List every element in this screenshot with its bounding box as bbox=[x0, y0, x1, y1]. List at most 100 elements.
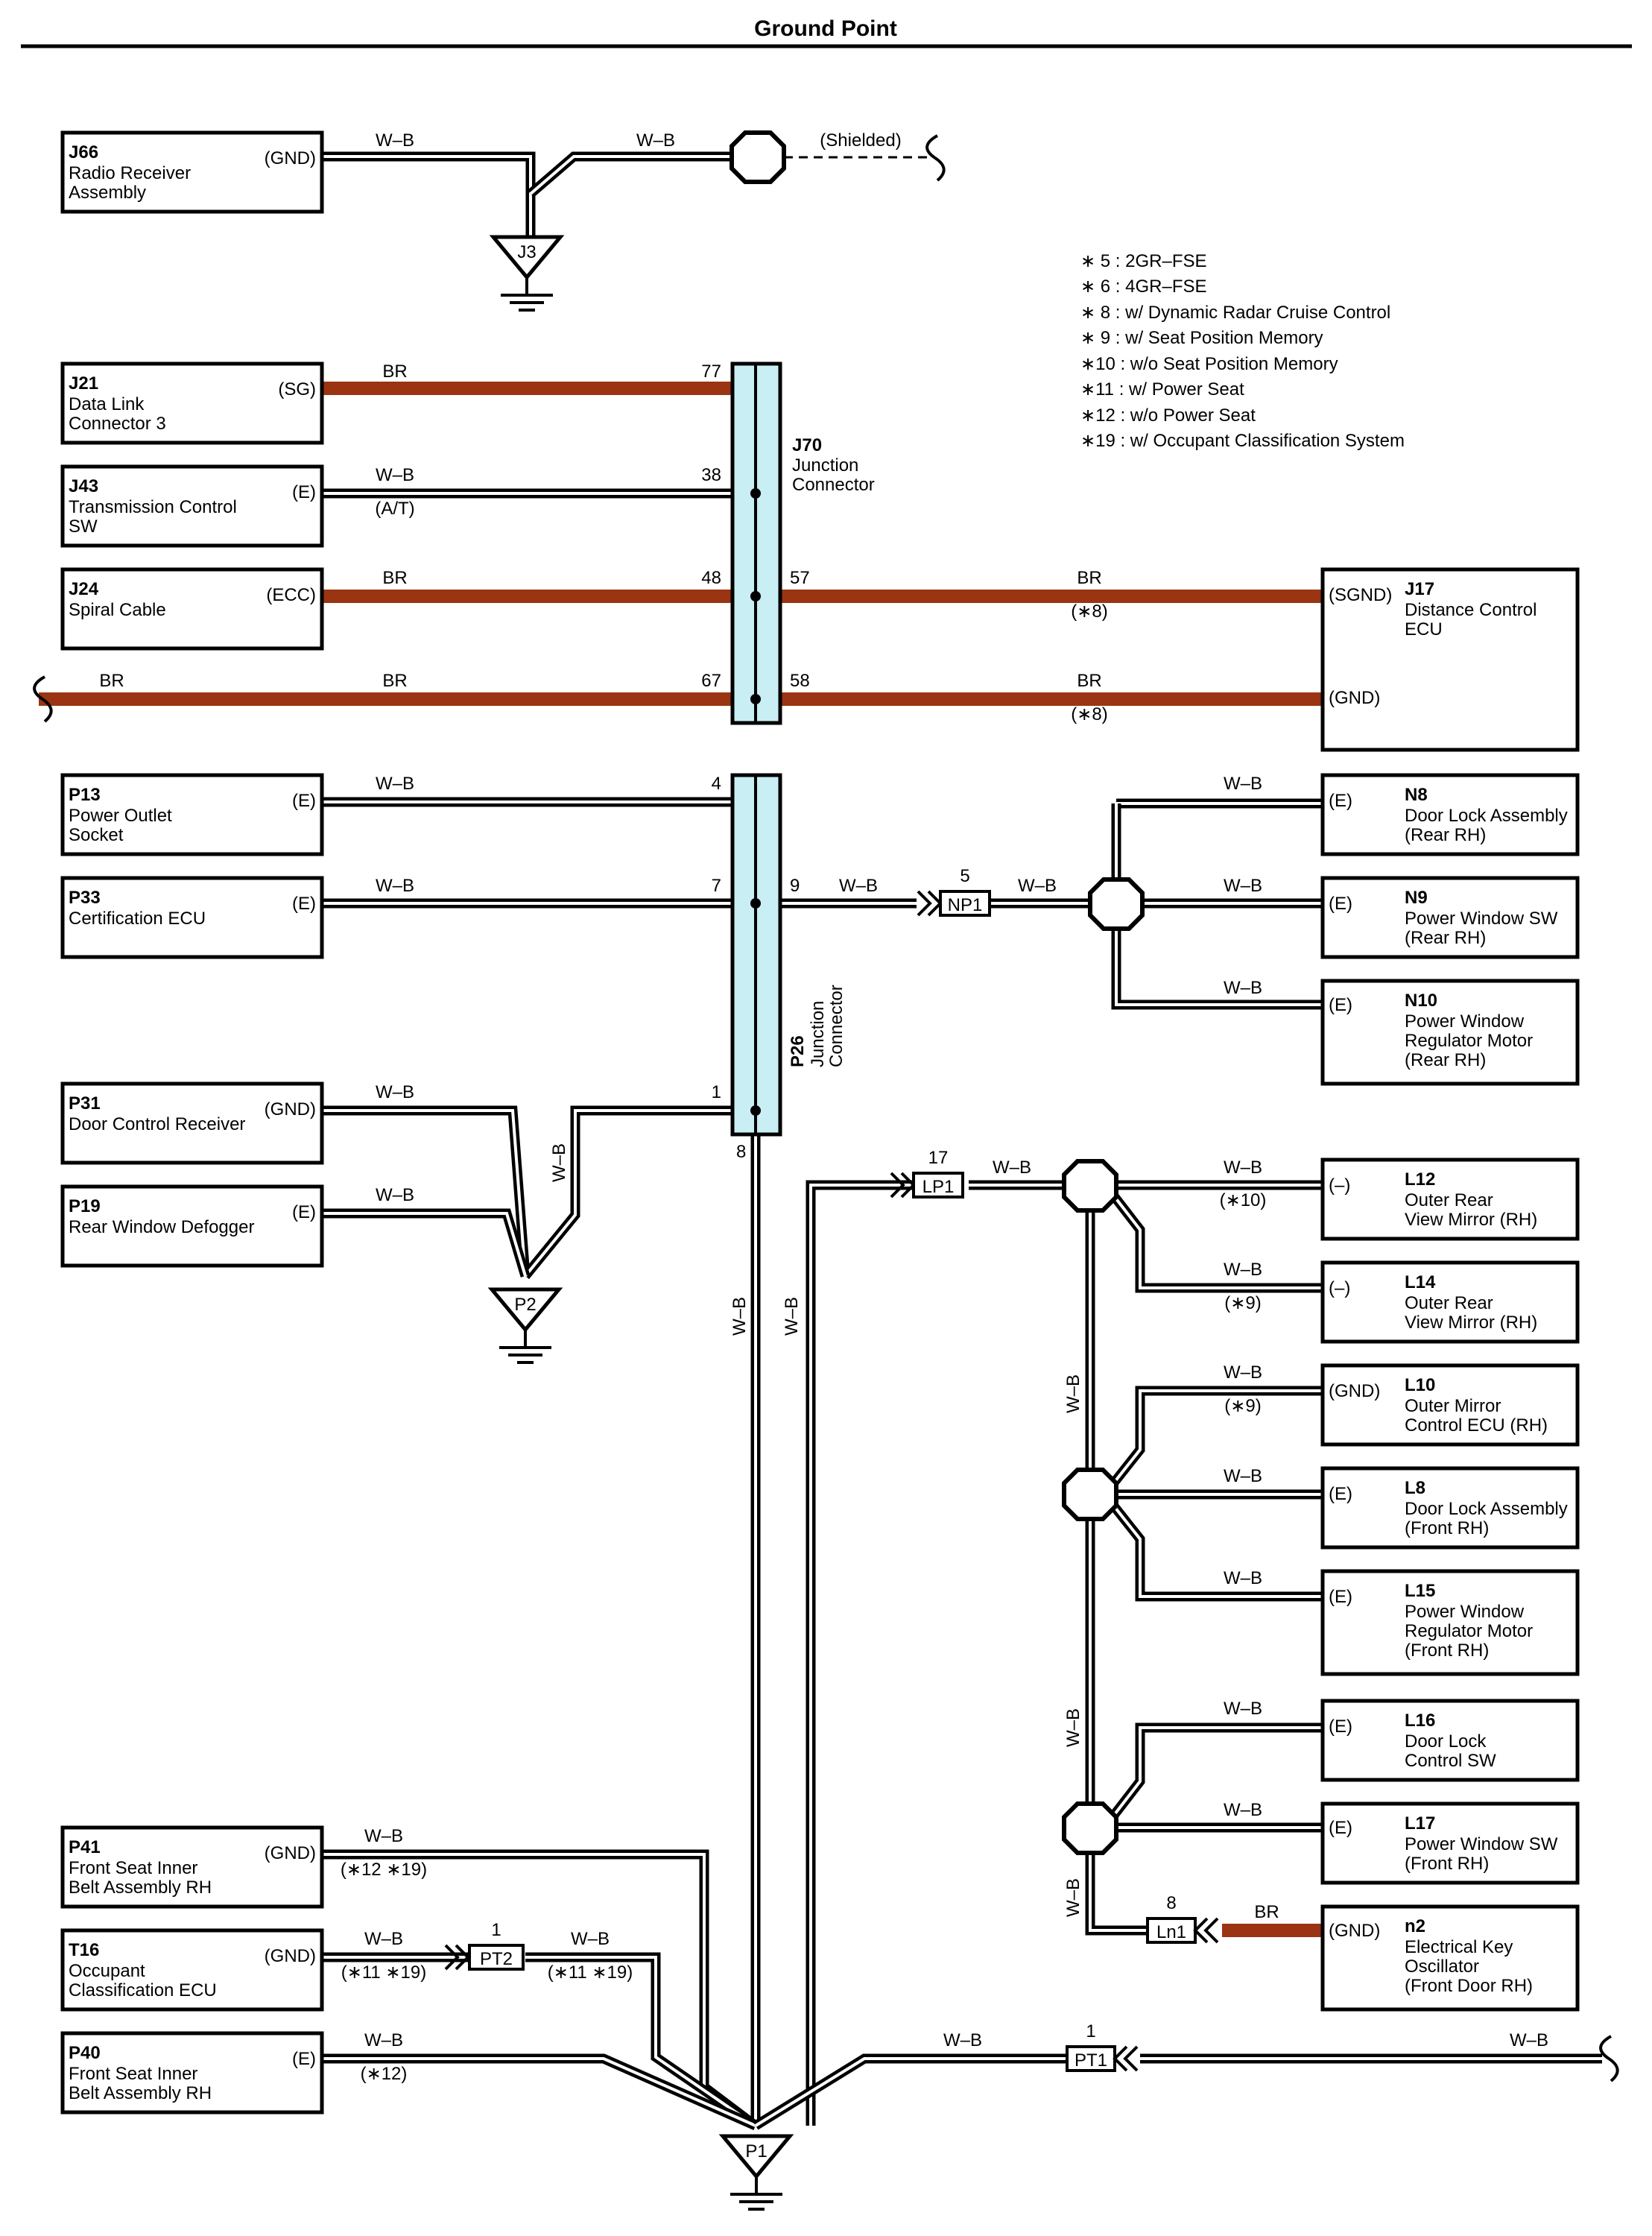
wire-labels: W–B W–B (Shielded) BR W–B (A/T) BR BR (∗… bbox=[99, 130, 1548, 2084]
wire-label: W–B bbox=[1063, 1878, 1083, 1917]
pin-label: (GND) bbox=[1329, 688, 1380, 708]
legend-item: ∗11 : w/ Power Seat bbox=[1080, 379, 1244, 399]
pin-label: (E) bbox=[1329, 791, 1352, 811]
junction-label: Connector bbox=[792, 475, 875, 495]
component-code: N8 bbox=[1405, 785, 1428, 805]
component-label: Power Window SW bbox=[1405, 909, 1558, 929]
break-mark bbox=[1599, 2035, 1619, 2082]
wire-label: (A/T) bbox=[375, 499, 414, 519]
wire-label: (∗9) bbox=[1224, 1396, 1261, 1416]
junction-P26: 4 7 1 9 8 P26 Junction Connector bbox=[712, 773, 846, 1162]
component-label: Rear Window Defogger bbox=[69, 1217, 254, 1237]
wire-label: BR bbox=[99, 671, 124, 691]
connector-code: NP1 bbox=[948, 895, 983, 915]
component-code: n2 bbox=[1405, 1916, 1425, 1936]
pin-label: (E) bbox=[292, 791, 316, 811]
wire-label: W–B bbox=[376, 774, 414, 794]
component-code: L15 bbox=[1405, 1581, 1435, 1601]
pin-number: 17 bbox=[928, 1148, 949, 1168]
pin-label: (GND) bbox=[265, 1946, 316, 1966]
wire-label: (∗9) bbox=[1224, 1293, 1261, 1313]
component-label: Classification ECU bbox=[69, 1980, 217, 2000]
component-P19: P19 Rear Window Defogger (E) bbox=[60, 1184, 324, 1268]
component-label: Outer Mirror bbox=[1405, 1396, 1501, 1416]
pin-number: 1 bbox=[1086, 2021, 1095, 2041]
component-label: Assembly bbox=[69, 183, 146, 203]
wire-label: W–B bbox=[839, 876, 878, 896]
connector-LP1: LP1 17 bbox=[890, 1148, 964, 1198]
pin-number: 48 bbox=[701, 568, 721, 588]
component-P40: P40 Front Seat Inner Belt Assembly RH (E… bbox=[60, 2031, 324, 2115]
component-label: Door Lock bbox=[1405, 1731, 1487, 1752]
pin-label: (GND) bbox=[265, 148, 316, 168]
pin-label: (GND) bbox=[1329, 1921, 1380, 1941]
component-code: P31 bbox=[69, 1093, 101, 1114]
wire-label: W–B bbox=[730, 1297, 750, 1336]
pin-label: (–) bbox=[1329, 1175, 1350, 1196]
component-N8: (E) N8 Door Lock Assembly (Rear RH) bbox=[1320, 773, 1580, 856]
wire-label: W–B bbox=[1224, 876, 1262, 896]
junction-code: P26 bbox=[788, 1035, 808, 1067]
component-N10: (E) N10 Power Window Regulator Motor (Re… bbox=[1320, 979, 1580, 1086]
wire-label: BR bbox=[382, 671, 407, 691]
pin-label: (E) bbox=[292, 482, 316, 502]
wire-label: W–B bbox=[549, 1143, 569, 1182]
component-label: Power Outlet bbox=[69, 806, 172, 826]
component-label: Electrical Key bbox=[1405, 1937, 1513, 1957]
wire-label: W–B bbox=[1224, 1466, 1262, 1486]
wire-label: W–B bbox=[1224, 1699, 1262, 1719]
ground-label: J3 bbox=[517, 242, 536, 262]
component-code: P19 bbox=[69, 1196, 101, 1216]
component-L14: (–) L14 Outer Rear View Mirror (RH) bbox=[1320, 1260, 1580, 1344]
connector-Ln1: Ln1 8 bbox=[1146, 1893, 1219, 1944]
wire-label: W–B bbox=[943, 2030, 982, 2050]
pin-label: (GND) bbox=[265, 1843, 316, 1863]
pin-number: 5 bbox=[960, 866, 969, 886]
wire-label: BR bbox=[1254, 1902, 1279, 1922]
pin-label: (–) bbox=[1329, 1278, 1350, 1298]
component-L10: (GND) L10 Outer Mirror Control ECU (RH) bbox=[1320, 1363, 1580, 1447]
component-label: Belt Assembly RH bbox=[69, 1877, 212, 1898]
pin-number: 9 bbox=[790, 876, 800, 896]
pin-label: (GND) bbox=[1329, 1381, 1380, 1401]
component-L12: (–) L12 Outer Rear View Mirror (RH) bbox=[1320, 1158, 1580, 1241]
wire-label: W–B bbox=[1510, 2030, 1548, 2050]
component-code: J66 bbox=[69, 142, 98, 162]
component-label: Belt Assembly RH bbox=[69, 2083, 212, 2103]
legend-item: ∗ 5 : 2GR–FSE bbox=[1080, 251, 1207, 271]
wire-label: BR bbox=[382, 361, 407, 382]
br-wires bbox=[39, 382, 1323, 1937]
component-label: (Rear RH) bbox=[1405, 1050, 1486, 1070]
diagram-title: Ground Point bbox=[754, 16, 897, 41]
component-label: Oscillator bbox=[1405, 1956, 1479, 1977]
wire-label: W–B bbox=[1224, 1362, 1262, 1383]
wire-label: W–B bbox=[636, 130, 675, 151]
wire-label: W–B bbox=[1224, 1800, 1262, 1820]
pin-number: 4 bbox=[712, 774, 721, 794]
wire-label: (∗11 ∗19) bbox=[341, 1962, 426, 1983]
pin-number: 7 bbox=[712, 876, 721, 896]
pin-label: (GND) bbox=[265, 1099, 316, 1119]
legend-item: ∗ 9 : w/ Seat Position Memory bbox=[1080, 328, 1323, 348]
wire-label: W–B bbox=[1224, 978, 1262, 998]
component-label: Spiral Cable bbox=[69, 600, 166, 620]
connector-PT2: PT2 1 bbox=[444, 1920, 525, 1971]
pin-number: 38 bbox=[701, 465, 721, 485]
wire-label: W–B bbox=[364, 1929, 403, 1949]
connector-NP1: NP1 5 bbox=[917, 866, 991, 917]
pin-number: 77 bbox=[701, 361, 721, 382]
component-code: P41 bbox=[69, 1837, 101, 1857]
pin-label: (E) bbox=[1329, 1587, 1352, 1607]
component-J43: J43 Transmission Control SW (E) bbox=[60, 464, 324, 548]
component-code: T16 bbox=[69, 1940, 99, 1960]
junction-label: Junction bbox=[792, 455, 858, 476]
component-P41: P41 Front Seat Inner Belt Assembly RH (G… bbox=[60, 1825, 324, 1909]
ground-label: P2 bbox=[514, 1295, 536, 1315]
legend-item: ∗ 8 : w/ Dynamic Radar Cruise Control bbox=[1080, 303, 1390, 323]
component-label: (Front RH) bbox=[1405, 1518, 1489, 1538]
wire-label: W–B bbox=[782, 1297, 802, 1336]
component-label: View Mirror (RH) bbox=[1405, 1210, 1537, 1230]
wire-label: W–B bbox=[376, 1185, 414, 1205]
component-N9: (E) N9 Power Window SW (Rear RH) bbox=[1320, 876, 1580, 959]
wire-label: (∗12 ∗19) bbox=[341, 1860, 427, 1880]
